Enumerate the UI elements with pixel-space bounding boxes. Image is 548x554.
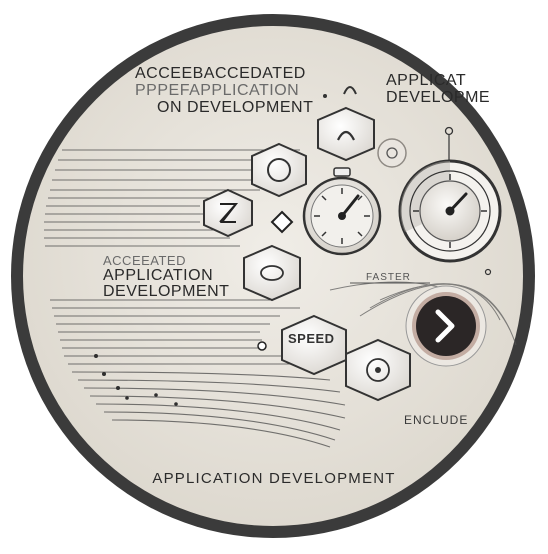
target-icon bbox=[345, 338, 411, 402]
top-right-caption: APPLICAT DEVELOPME bbox=[386, 72, 491, 107]
mid-left-line3: DEVELOPMENT bbox=[103, 283, 230, 301]
hex-circle bbox=[251, 142, 307, 198]
diamond-icon bbox=[270, 210, 294, 234]
speed-hex bbox=[281, 314, 347, 376]
top-left-line3: ON DEVELOPMENT bbox=[157, 98, 314, 116]
speed-label: SPEED bbox=[288, 331, 335, 346]
gauge-icon bbox=[398, 159, 502, 263]
top-right-line1: APPLICAT bbox=[386, 72, 467, 89]
speed-dots bbox=[94, 341, 267, 406]
mid-left-line2: APPLICATION bbox=[103, 266, 214, 284]
stopwatch-icon bbox=[302, 167, 382, 256]
top-right-line2: DEVELOPME bbox=[386, 88, 491, 106]
hourglass-icon bbox=[203, 188, 253, 238]
top-left-line2: PPPEFAPPLICATION bbox=[135, 81, 300, 99]
small-dial bbox=[377, 138, 407, 168]
hex-oval bbox=[243, 244, 301, 302]
mid-left-line1: ACCEEATED bbox=[103, 253, 186, 268]
chevron-right-icon bbox=[405, 285, 487, 367]
mid-left-caption: ACCEEATED APPLICATION DEVELOPMENT bbox=[103, 254, 229, 301]
bottom-caption: APPLICATION DEVELOPMENT bbox=[152, 470, 396, 487]
hex-top bbox=[317, 106, 375, 162]
arch-icon bbox=[343, 86, 357, 95]
enclude-label: ENCLUDE bbox=[404, 413, 469, 427]
faster-label: FASTER bbox=[366, 272, 411, 283]
top-left-line1: ACCEEBACCEDATED bbox=[135, 65, 306, 82]
top-left-caption: ACCEEBACCEDATED PPPEFAPPLICATION ON DEVE… bbox=[135, 65, 314, 116]
